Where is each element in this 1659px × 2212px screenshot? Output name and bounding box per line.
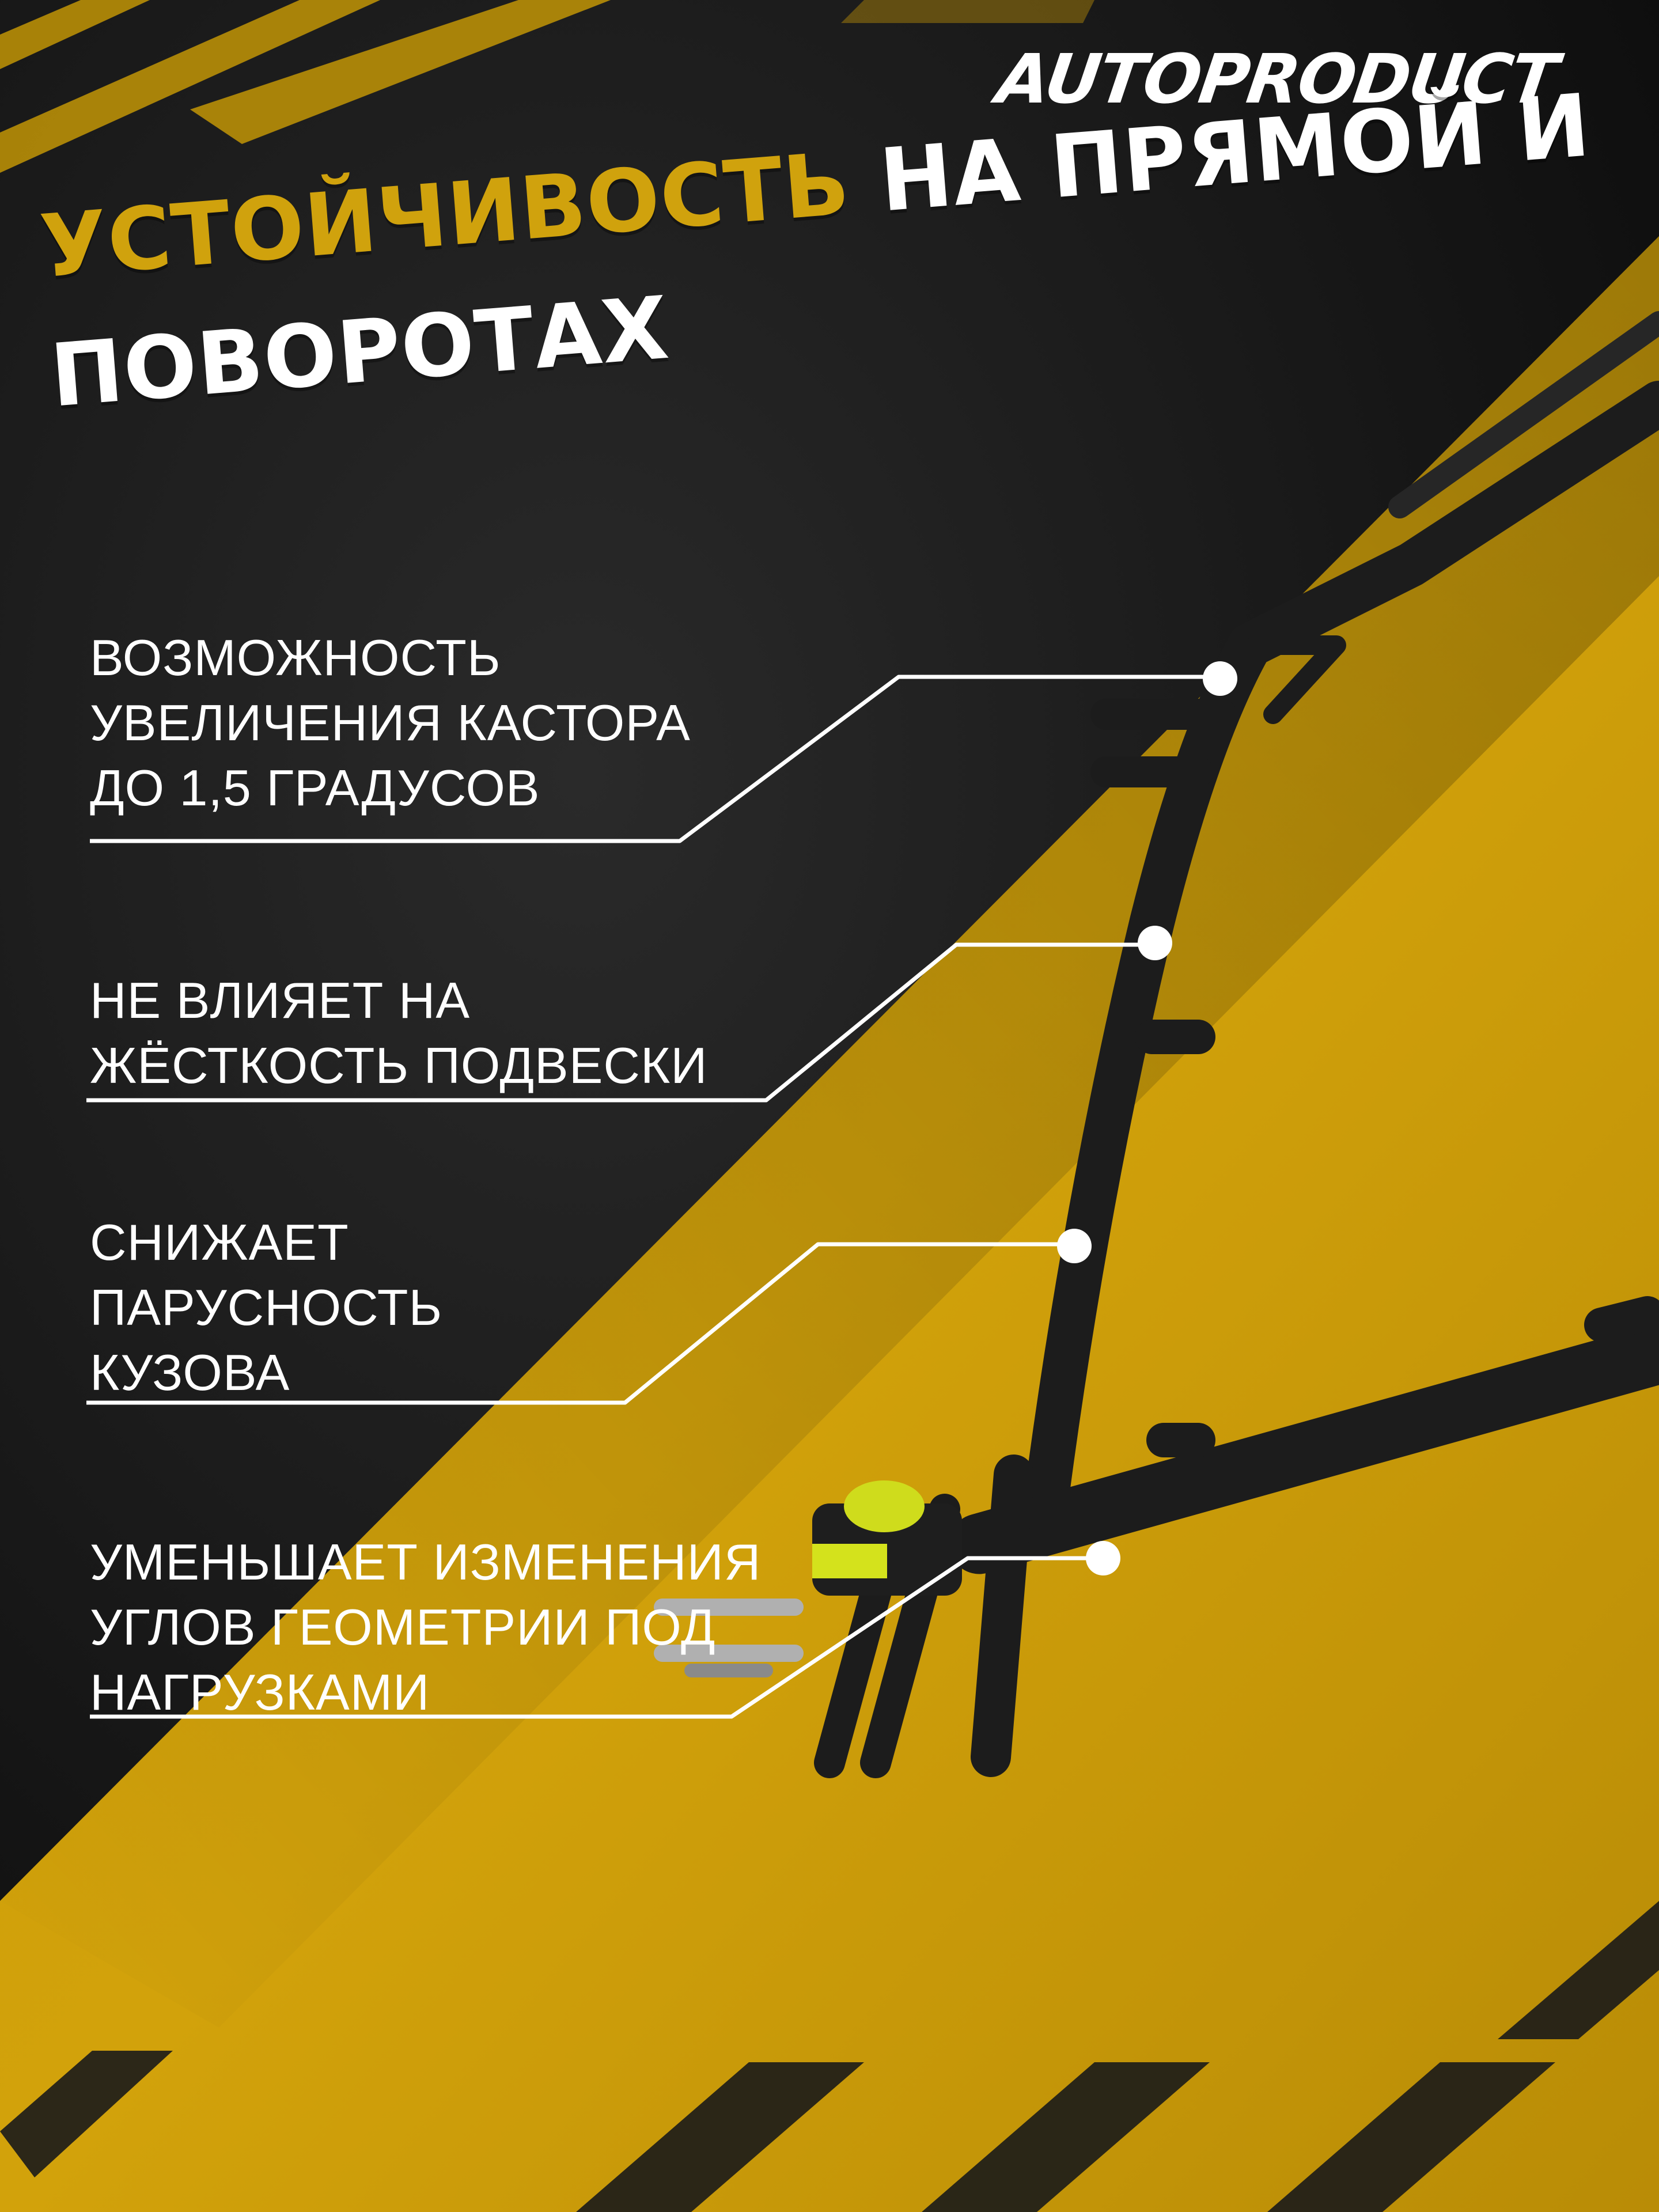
feature-line: УМЕНЬШАЕТ ИЗМЕНЕНИЯ bbox=[90, 1533, 762, 1590]
feature-line: УГЛОВ ГЕОМЕТРИИ ПОД bbox=[90, 1599, 716, 1656]
feature-line: ПАРУСНОСТЬ bbox=[90, 1279, 443, 1336]
feature-caster: ВОЗМОЖНОСТЬ УВЕЛИЧЕНИЯ КАСТОРА ДО 1,5 ГР… bbox=[90, 625, 839, 820]
hazard-stripes-bottom bbox=[0, 1901, 1659, 2212]
feature-line: НАГРУЗКАМИ bbox=[90, 1664, 430, 1721]
feature-line: ДО 1,5 ГРАДУСОВ bbox=[90, 759, 540, 816]
feature-line: ВОЗМОЖНОСТЬ bbox=[90, 629, 501, 686]
feature-line: КУЗОВА bbox=[90, 1344, 290, 1401]
feature-line: ЖЁСТКОСТЬ ПОДВЕСКИ bbox=[90, 1037, 708, 1094]
feature-line: УВЕЛИЧЕНИЯ КАСТОРА bbox=[90, 694, 691, 751]
feature-line: НЕ ВЛИЯЕТ НА bbox=[90, 972, 471, 1029]
hazard-stripes-top bbox=[0, 0, 1094, 173]
feature-line: СНИЖАЕТ bbox=[90, 1214, 349, 1271]
feature-suspension: НЕ ВЛИЯЕТ НА ЖЁСТКОСТЬ ПОДВЕСКИ bbox=[90, 968, 839, 1098]
feature-geometry: УМЕНЬШАЕТ ИЗМЕНЕНИЯ УГЛОВ ГЕОМЕТРИИ ПОД … bbox=[90, 1529, 908, 1725]
feature-windage: СНИЖАЕТ ПАРУСНОСТЬ КУЗОВА bbox=[90, 1210, 724, 1405]
